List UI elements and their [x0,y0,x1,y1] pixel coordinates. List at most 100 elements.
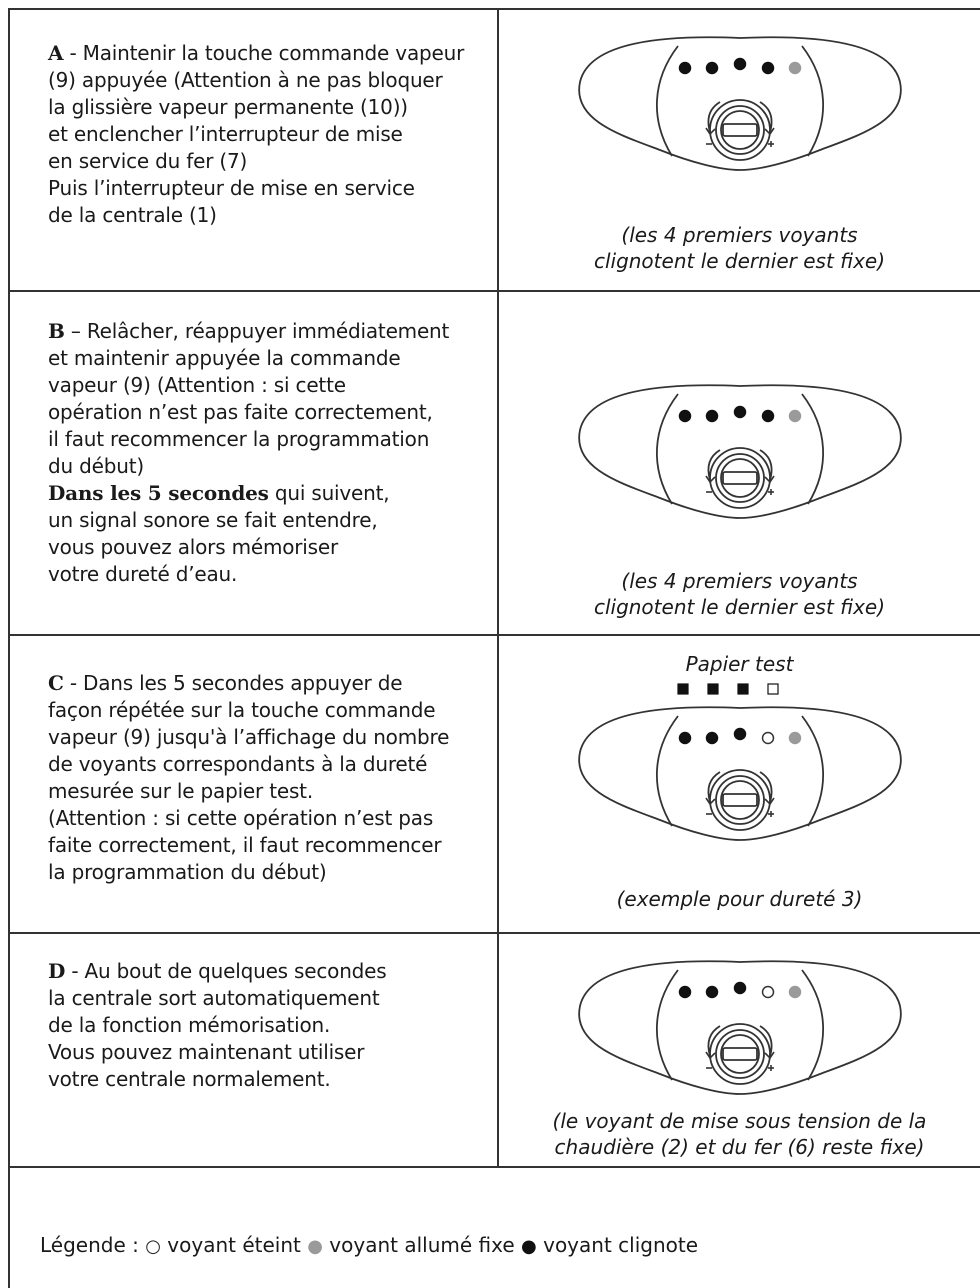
panel-inner-arc [801,45,824,157]
arrow-head-icon [705,127,716,136]
instruction-table [8,8,980,1288]
test-paper-label: Papier test [685,652,794,676]
knob-ring [709,1023,771,1085]
step-b-text: B – Relâcher, réappuyer immédiatement et… [48,319,450,586]
step-d-text: D - Au bout de quelques secondes la cent… [48,959,387,1091]
temperature-knob [720,1034,760,1074]
led-indicator [761,61,775,75]
step-a-text: A - Maintenir la touche commande vapeur … [48,41,465,227]
step-c-text: C - Dans les 5 secondes appuyer de façon… [48,671,450,884]
led-indicator [705,985,719,999]
led-fixed-icon: ● [307,1236,323,1257]
row-divider [8,634,980,636]
arrow-head-icon [764,475,775,484]
led-indicator [678,409,692,423]
panel-inner-arc [801,393,824,505]
led-indicator [705,731,719,745]
row-divider [8,290,980,292]
panel-inner-arc [801,969,824,1081]
knob-grip [722,471,758,485]
test-paper-square [767,683,779,695]
test-paper-squares [677,683,779,695]
knob-ring [709,447,771,509]
panel-inner-arc [656,715,679,827]
rotate-right-arrow-icon [759,771,773,803]
panel-outline [578,384,902,519]
control-panel-illustration [560,20,920,190]
knob-ring [715,105,765,155]
step-letter: C [48,671,64,695]
arrow-head-icon [705,1051,716,1060]
panel-drawing [578,384,902,519]
step-a-caption: (les 4 premiers voyants clignotent le de… [593,223,886,273]
rotate-left-arrow-icon [707,1025,721,1057]
led-blink-icon: ● [521,1236,537,1257]
panel-drawing [578,706,902,841]
step-letter: D [48,959,66,983]
knob-grip [722,123,758,137]
panel-outline [578,960,902,1095]
led-indicator [761,731,775,745]
temperature-knob [720,110,760,150]
panel-inner-arc [656,393,679,505]
step-d-caption: (le voyant de mise sous tension de la ch… [552,1109,927,1159]
step-letter: A [48,41,64,65]
led-indicator [733,57,747,71]
led-indicator [788,61,802,75]
row-divider [8,1166,980,1168]
step-c-caption: (exemple pour dureté 3) [616,887,863,911]
panel-outline [578,706,902,841]
knob-grip [722,793,758,807]
arrow-head-icon [705,475,716,484]
rotate-right-arrow-icon [759,449,773,481]
arrow-head-icon [764,127,775,136]
led-indicator [788,985,802,999]
panel-drawing [578,960,902,1095]
rotate-left-arrow-icon [707,101,721,133]
rotate-left-arrow-icon [707,449,721,481]
led-indicator [733,727,747,741]
control-panel-illustration [560,944,920,1114]
led-indicator [705,409,719,423]
emphasis-text: Dans les 5 secondes [48,481,269,505]
arrow-head-icon [764,1051,775,1060]
control-panel-illustration [560,368,920,538]
panel-outline [578,36,902,171]
knob-ring [709,99,771,161]
test-paper-square [707,683,719,695]
led-indicator [761,409,775,423]
arrow-head-icon [764,797,775,806]
column-divider [497,8,499,1168]
panel-drawing [578,36,902,171]
legend: Légende : ○ voyant éteint ● voyant allum… [40,1233,699,1257]
temperature-knob [720,780,760,820]
step-letter: B [48,319,65,343]
led-indicator [678,61,692,75]
panel-inner-arc [656,969,679,1081]
knob-ring [715,775,765,825]
knob-grip [722,1047,758,1061]
step-b-caption: (les 4 premiers voyants clignotent le de… [593,569,886,619]
panel-inner-arc [801,715,824,827]
knob-ring [715,453,765,503]
led-indicator [788,409,802,423]
test-paper-square [737,683,749,695]
control-panel-illustration [560,690,920,860]
rotate-right-arrow-icon [759,101,773,133]
led-indicator [678,985,692,999]
led-indicator [788,731,802,745]
temperature-knob [720,458,760,498]
led-indicator [761,985,775,999]
knob-ring [709,769,771,831]
knob-ring [715,1029,765,1079]
led-indicator [733,981,747,995]
led-indicator [733,405,747,419]
rotate-left-arrow-icon [707,771,721,803]
led-indicator [705,61,719,75]
arrow-head-icon [705,797,716,806]
rotate-right-arrow-icon [759,1025,773,1057]
led-off-icon: ○ [145,1236,161,1257]
row-divider [8,932,980,934]
led-indicator [678,731,692,745]
test-paper-square [677,683,689,695]
